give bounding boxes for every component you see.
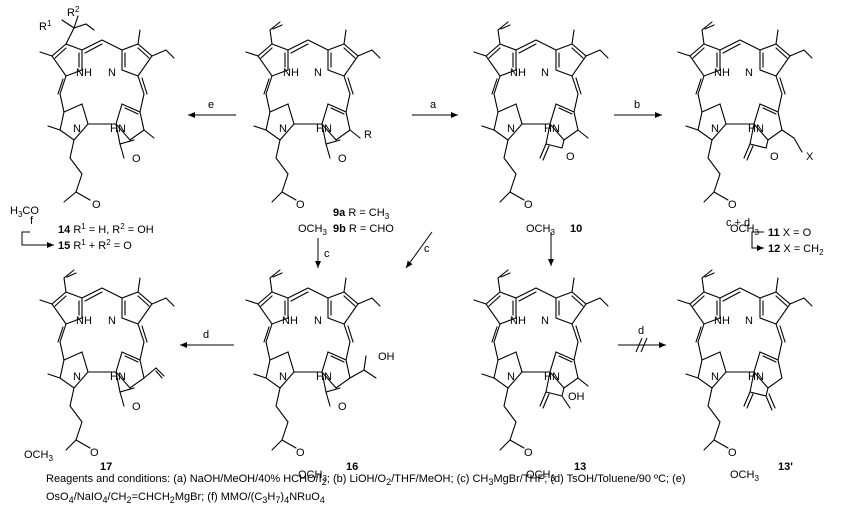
o-11: O	[770, 151, 779, 163]
label-11: 11 X = O	[768, 227, 812, 239]
label-10: 10	[570, 223, 582, 235]
o-16: O	[338, 401, 347, 413]
nh-9: NH	[283, 67, 299, 79]
n-16a: N	[314, 315, 322, 327]
arrow-cd	[751, 231, 764, 251]
arrow-label-f: f	[30, 215, 34, 227]
n-13pb: N	[711, 371, 719, 383]
label-15: 15 R1 + R2 = O	[58, 238, 132, 252]
x-11: X	[806, 151, 814, 163]
arrow-c2	[405, 231, 433, 269]
n-13b: N	[507, 371, 515, 383]
oh-13: OH	[568, 391, 585, 403]
n-14b: N	[73, 123, 81, 135]
compound-13prime-structure	[677, 269, 813, 451]
n-13pa: N	[745, 315, 753, 327]
h3c-14: H3CO	[10, 205, 39, 219]
o-ester-14: O	[92, 199, 101, 211]
reaction-conditions: Reagents and conditions: (a) NaOH/MeOH/4…	[46, 472, 806, 508]
label-9b: 9b R = CHO	[333, 223, 394, 235]
hn-16: HN	[316, 371, 332, 383]
hn-9: HN	[316, 123, 332, 135]
label-14: 14 R1 = H, R2 = OH	[58, 222, 154, 236]
o-ester-17: O	[90, 447, 99, 459]
o-9: O	[338, 153, 347, 165]
n-10b: N	[507, 123, 515, 135]
och3-16: OCH3	[298, 469, 327, 483]
arrow-label-d2: d	[638, 325, 644, 337]
nh-17: NH	[76, 315, 92, 327]
n-10a: N	[541, 67, 549, 79]
n-17a: N	[108, 315, 116, 327]
conditions-line-2: OsO4/NaIO4/CH2=CHCH2MgBr; (f) MMO/(C3H7)…	[46, 491, 325, 506]
o-ester-13p: O	[728, 447, 737, 459]
label-17: 17	[100, 461, 112, 473]
compound-10-structure	[473, 21, 609, 203]
hn-17: HN	[110, 371, 126, 383]
o-14: O	[132, 153, 141, 165]
coch3-17: OCH3	[24, 449, 53, 463]
r2-14: R2	[67, 5, 80, 19]
n-11a: N	[745, 67, 753, 79]
r1-14: R1	[39, 19, 52, 33]
conditions-line-1: Reagents and conditions: (a) NaOH/MeOH/4…	[46, 473, 686, 488]
arrow-label-c1: c	[324, 248, 330, 260]
n-14a: N	[108, 67, 116, 79]
o-ester-13: O	[524, 447, 533, 459]
label-13: 13	[574, 461, 586, 473]
och3-13p: OCH3	[730, 469, 759, 483]
arrow-label-cd: c + d	[726, 217, 750, 229]
n-16b: N	[279, 371, 287, 383]
compound-9-structure	[245, 21, 381, 203]
o-ester-9: O	[296, 199, 305, 211]
compound-14-structure	[39, 15, 175, 203]
o-10: O	[566, 151, 575, 163]
nh-10: NH	[510, 67, 526, 79]
arrow-label-c2: c	[424, 243, 430, 255]
arrow-label-b: b	[634, 99, 640, 111]
arrow-label-e: e	[208, 99, 214, 111]
oh-16: OH	[378, 351, 395, 363]
compound-11-structure	[677, 21, 813, 203]
n-9a: N	[314, 67, 322, 79]
och3-10: OCH3	[526, 223, 555, 237]
hn-13: HN	[544, 371, 560, 383]
o-ester-10: O	[524, 199, 533, 211]
label-9a: 9a R = CH3	[333, 207, 390, 221]
hn-10: HN	[544, 123, 560, 135]
r-9: R	[364, 129, 372, 141]
nh-11: NH	[714, 67, 730, 79]
arrow-label-a: a	[430, 99, 437, 111]
n-9b: N	[279, 123, 287, 135]
nh-14a: NH	[76, 67, 92, 79]
compound-16-structure	[245, 269, 381, 451]
nh-13p: NH	[714, 315, 730, 327]
compound-17-structure	[39, 269, 175, 451]
hn-11: HN	[748, 123, 764, 135]
n-17b: N	[73, 371, 81, 383]
o-ester-16: O	[296, 447, 305, 459]
arrow-d2-cross-1	[635, 337, 643, 353]
nh-13: NH	[510, 315, 526, 327]
arrow-f	[21, 231, 54, 248]
label-12: 12 X = CH2	[768, 243, 824, 257]
n-11b: N	[711, 123, 719, 135]
label-16: 16	[346, 461, 358, 473]
och3-9: OCH3	[298, 223, 327, 237]
hn-13p: HN	[748, 371, 764, 383]
compound-13-structure	[473, 269, 609, 451]
arrow-d2-cross-2	[640, 337, 648, 353]
n-13a: N	[541, 315, 549, 327]
och3-13: OCH3	[526, 469, 555, 483]
o-ester-11: O	[728, 199, 737, 211]
o-17: O	[132, 401, 141, 413]
nh-16: NH	[282, 315, 298, 327]
label-13prime: 13'	[778, 461, 793, 473]
hn-14: HN	[110, 123, 126, 135]
arrow-label-d1: d	[203, 329, 209, 341]
